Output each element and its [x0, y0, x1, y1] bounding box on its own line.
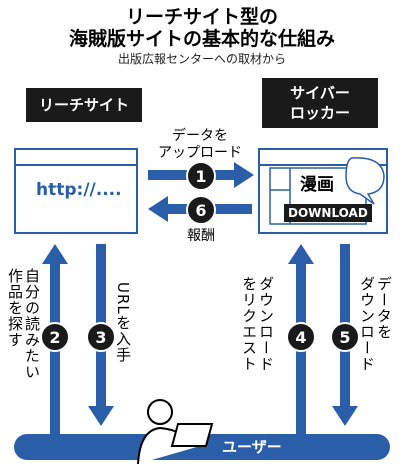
window-title-bar [260, 150, 386, 166]
step-5-label: データをダウンロード [358, 276, 393, 406]
step-1-number: 1 [186, 161, 216, 191]
step-6-number: 6 [186, 195, 216, 225]
reach-site-label: リーチサイト [26, 88, 142, 122]
step-6-label: 報酬 [187, 228, 215, 244]
user-illustration-icon [137, 399, 214, 464]
manga-label: 漫画 [300, 175, 334, 195]
user-label: ユーザー [222, 438, 282, 456]
cyberlocker-label-line1: サイバー [290, 84, 350, 102]
step-2-label-line1: 自分の読みたい [23, 268, 41, 380]
title-line-1: リーチサイト型の [125, 6, 278, 28]
step-1-label-line2: アップロード [158, 145, 242, 161]
step-3-number: 3 [86, 322, 116, 352]
step-1-label-line1: データを [172, 128, 228, 144]
window-title-bar [16, 150, 136, 166]
step-5-label-line2: ダウンロード [358, 276, 376, 372]
title-line-2: 海賊版サイトの基本的な仕組み [68, 28, 335, 50]
step-2-label-line2: 作品を探す [6, 268, 24, 348]
step-5-number: 5 [330, 322, 360, 352]
download-badge: DOWNLOAD [284, 204, 372, 222]
step-2-number: 2 [40, 322, 70, 352]
cyberlocker-label: サイバー ロッカー [262, 78, 378, 128]
subtitle: 出版広報センターへの取材から [117, 52, 286, 66]
step-4-label-line2: をリクエスト [240, 276, 258, 372]
step-4-label: ダウンロードをリクエスト [240, 276, 275, 406]
step-4-number: 4 [286, 322, 316, 352]
step-1-label: データを アップロード [150, 128, 250, 162]
reach-site-window [14, 148, 138, 234]
step-5-label-line1: データを [375, 276, 393, 340]
step-4-label-line1: ダウンロード [257, 276, 275, 372]
reach-site-url: http://.... [36, 180, 122, 200]
cyberlocker-label-line2: ロッカー [289, 104, 350, 122]
step-3-label: URLを入手 [114, 282, 132, 363]
reach-site-label-text: リーチサイト [38, 96, 129, 114]
step-2-label: 自分の読みたい作品を探す [6, 268, 41, 418]
